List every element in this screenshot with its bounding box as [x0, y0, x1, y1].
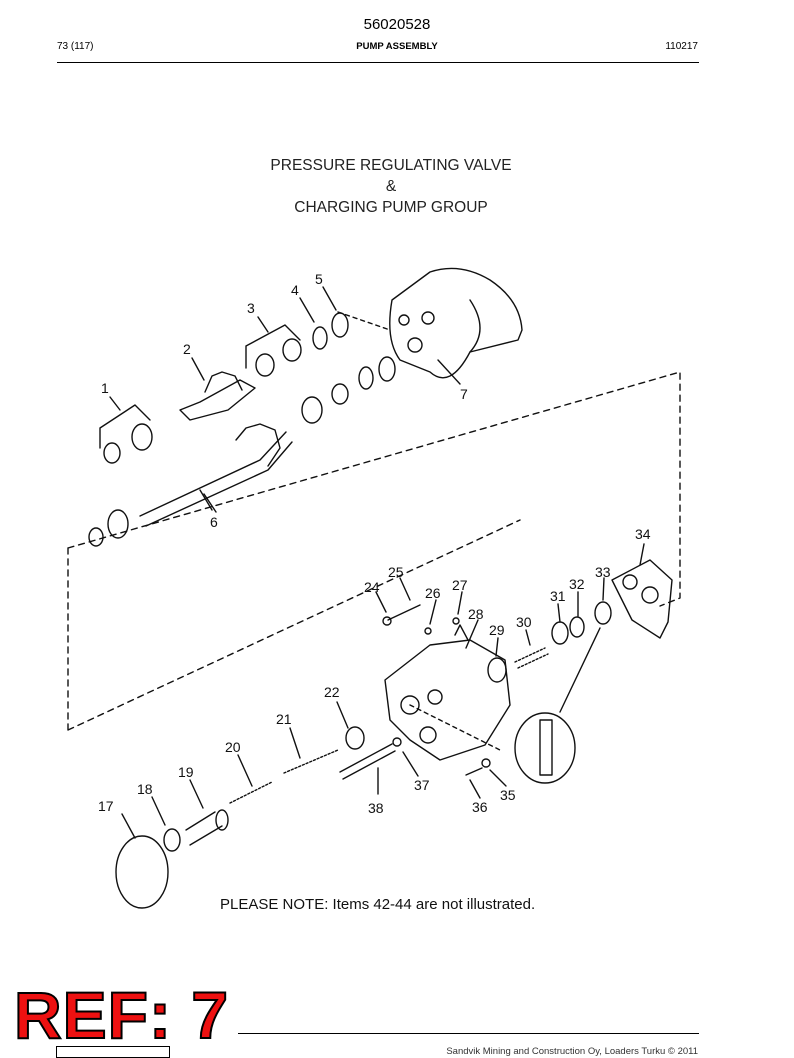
callout-29: 29	[489, 622, 505, 638]
callout-17: 17	[98, 798, 114, 814]
callout-21: 21	[276, 711, 292, 727]
callout-3: 3	[247, 300, 255, 316]
callout-38: 38	[368, 800, 384, 816]
callout-32: 32	[569, 576, 585, 592]
callout-22: 22	[324, 684, 340, 700]
diagram-title-line-1: PRESSURE REGULATING VALVE	[270, 157, 512, 174]
diagram-title-line-3: CHARGING PUMP GROUP	[294, 199, 488, 216]
diagram-title-line-2: &	[385, 178, 397, 195]
callout-6: 6	[210, 514, 218, 530]
callout-5: 5	[315, 271, 323, 287]
callout-labels: 1 2 3 4 5 6 7 17 18 19 20 21 22 24 25 26…	[98, 271, 651, 816]
callout-27: 27	[452, 577, 468, 593]
callout-37: 37	[414, 777, 430, 793]
header-rule	[57, 62, 699, 63]
callout-2: 2	[183, 341, 191, 357]
callout-4: 4	[291, 282, 299, 298]
callout-18: 18	[137, 781, 153, 797]
callout-36: 36	[472, 799, 488, 815]
callout-35: 35	[500, 787, 516, 803]
ref-label: REF: 7	[13, 978, 230, 1052]
date-code: 110217	[665, 41, 698, 52]
section-title: PUMP ASSEMBLY	[356, 41, 438, 52]
callout-28: 28	[468, 606, 484, 622]
sandvik-logo-icon	[56, 1046, 170, 1058]
footer-copyright: Sandvik Mining and Construction Oy, Load…	[446, 1046, 698, 1057]
callout-1: 1	[101, 380, 109, 396]
document-number: 56020528	[363, 16, 431, 33]
callout-20: 20	[225, 739, 241, 755]
callout-19: 19	[178, 764, 194, 780]
callout-31: 31	[550, 588, 566, 604]
callout-34: 34	[635, 526, 651, 542]
illustration-note: PLEASE NOTE: Items 42-44 are not illustr…	[220, 896, 536, 913]
callout-30: 30	[516, 614, 532, 630]
page-indicator: 73 (117)	[57, 41, 94, 52]
callout-24: 24	[364, 579, 380, 595]
callout-7: 7	[460, 386, 468, 402]
callout-33: 33	[595, 564, 611, 580]
footer-rule	[238, 1033, 699, 1034]
callout-26: 26	[425, 585, 441, 601]
callout-25: 25	[388, 564, 404, 580]
